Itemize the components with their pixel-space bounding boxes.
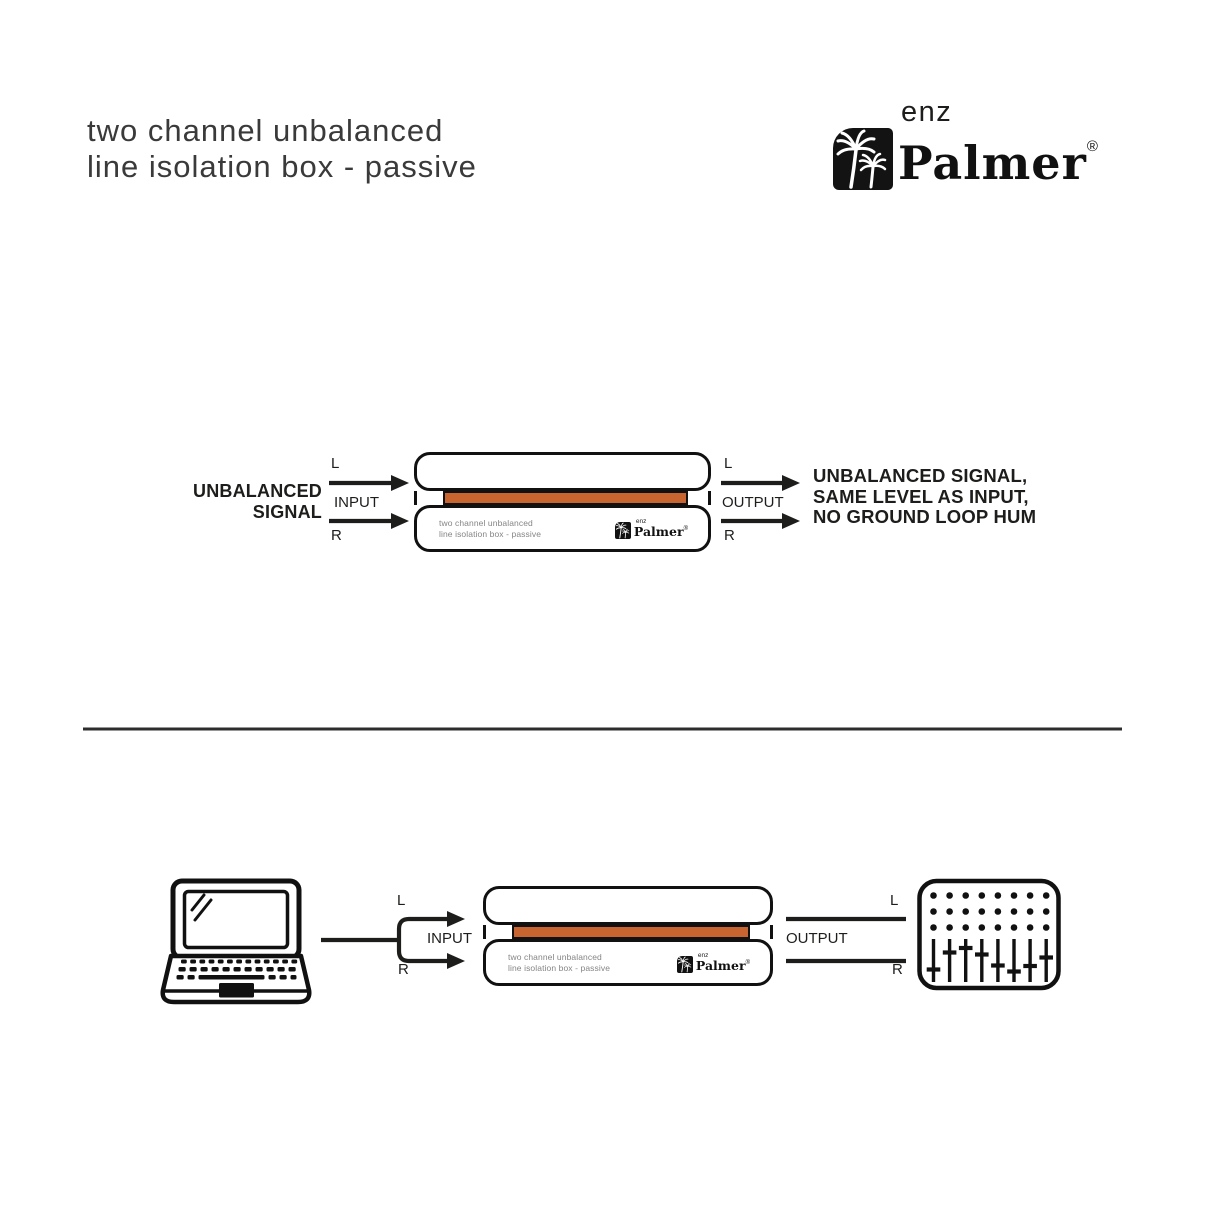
arrowhead-icon — [391, 513, 409, 529]
device-body: two channel unbalanced line isolation bo… — [483, 939, 773, 986]
device-registered-mark: ® — [683, 526, 688, 532]
laptop-icon — [160, 878, 312, 1005]
bottom-output-label: OUTPUT — [786, 930, 848, 947]
arrowhead-icon — [447, 911, 465, 927]
top-result-line2: SAME LEVEL AS INPUT, — [813, 485, 1029, 507]
device-label-line1: two channel unbalanced — [439, 518, 533, 528]
arrowhead-icon — [447, 953, 465, 969]
device-brand-name: Palmer® — [695, 958, 750, 973]
device-brand-text: enz Palmer® — [633, 517, 688, 539]
device-label-line2: line isolation box - passive — [508, 962, 611, 973]
top-source-label: UNBALANCED SIGNAL — [150, 481, 322, 523]
device-mid — [414, 491, 711, 505]
top-source-line1: UNBALANCED — [193, 481, 322, 501]
top-input-l-label: L — [331, 455, 340, 472]
bottom-output-l-label: L — [890, 892, 899, 909]
device-label: two channel unbalanced line isolation bo… — [439, 518, 541, 539]
device-lid — [414, 452, 711, 491]
top-result-text: UNBALANCED SIGNAL, SAME LEVEL AS INPUT, … — [813, 465, 1037, 528]
isolation-box-device-bottom: two channel unbalanced line isolation bo… — [483, 886, 773, 986]
page-title: two channel unbalanced line isolation bo… — [87, 113, 477, 185]
device-mid — [483, 925, 773, 939]
top-output-label: OUTPUT — [722, 494, 784, 511]
device-label: two channel unbalanced line isolation bo… — [508, 952, 610, 973]
device-brand-name-text: Palmer — [633, 524, 684, 539]
device-brand-sub: enz — [697, 951, 709, 959]
device-brand-name: Palmer® — [633, 524, 688, 539]
arrowhead-icon — [391, 475, 409, 491]
device-brand-name-text: Palmer — [695, 958, 746, 973]
palmer-palm-icon — [614, 521, 631, 539]
isolation-box-device-top: two channel unbalanced line isolation bo… — [414, 452, 711, 552]
device-label-line1: two channel unbalanced — [508, 952, 602, 962]
top-input-label: INPUT — [334, 494, 379, 511]
bottom-input-connector — [321, 911, 465, 969]
device-brand-logo: enz Palmer® — [614, 517, 688, 539]
device-brand-logo: enz Palmer® — [676, 951, 750, 973]
bottom-input-r-label: R — [398, 961, 409, 978]
bottom-output-lines — [786, 916, 906, 964]
bottom-output-r-label: R — [892, 961, 903, 978]
top-output-l-label: L — [724, 455, 733, 472]
laptop-trackpad — [219, 983, 254, 998]
palmer-palm-logo-icon — [833, 128, 893, 190]
top-input-r-label: R — [331, 527, 342, 544]
top-source-line2: SIGNAL — [252, 502, 322, 522]
top-result-line1: UNBALANCED SIGNAL, — [813, 465, 1028, 486]
page-title-line2: line isolation box - passive — [87, 149, 477, 184]
registered-mark: ® — [1086, 138, 1099, 155]
page-title-line1: two channel unbalanced — [87, 113, 444, 148]
device-brand-sub: enz — [635, 517, 647, 525]
brand-sub-label: enz — [901, 96, 953, 128]
device-brand-text: enz Palmer® — [695, 951, 750, 973]
top-result-line3: NO GROUND LOOP HUM — [813, 506, 1037, 527]
palmer-palm-icon — [676, 955, 693, 973]
mixer-faders — [926, 939, 1053, 982]
device-accent-strip — [512, 925, 750, 939]
top-input-arrows — [329, 475, 409, 529]
bottom-input-label: INPUT — [427, 930, 472, 947]
brand-name-text: Palmer — [898, 136, 1087, 190]
arrowhead-icon — [782, 475, 800, 491]
device-lid — [483, 886, 773, 925]
device-body: two channel unbalanced line isolation bo… — [414, 505, 711, 552]
top-output-r-label: R — [724, 527, 735, 544]
top-output-arrows — [721, 475, 800, 529]
bottom-input-l-label: L — [397, 892, 406, 909]
device-accent-strip — [443, 491, 688, 505]
device-registered-mark: ® — [745, 960, 750, 966]
brand-wordmark: Palmer® — [898, 122, 1099, 188]
mixer-icon — [917, 878, 1061, 991]
laptop-keyboard — [176, 959, 298, 998]
device-label-line2: line isolation box - passive — [439, 528, 542, 539]
arrowhead-icon — [782, 513, 800, 529]
mixer-knob-dots — [930, 892, 1050, 931]
